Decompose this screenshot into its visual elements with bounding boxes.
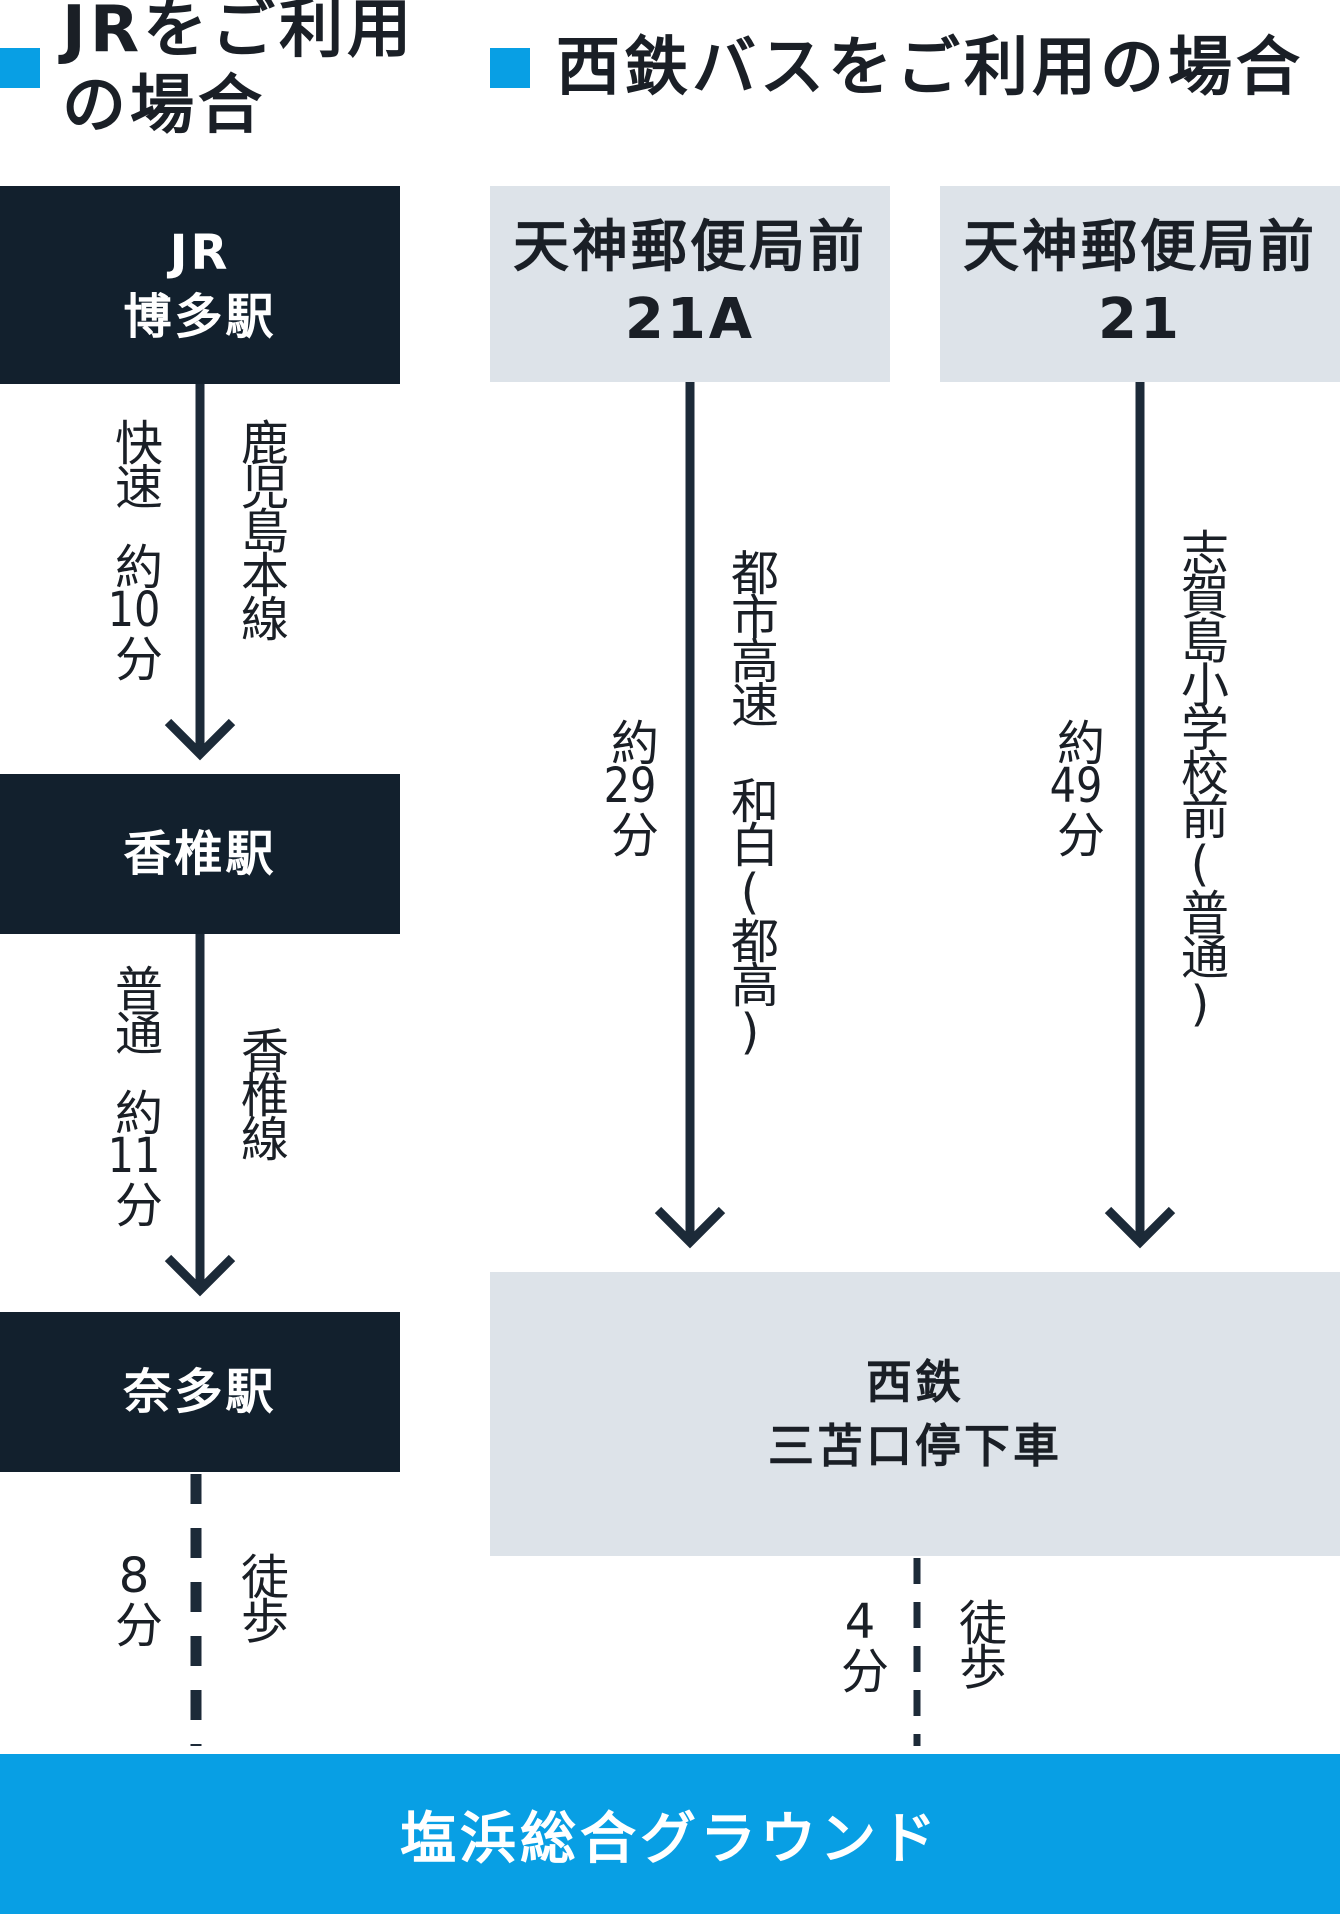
- alight-line-1: 西鉄: [866, 1355, 964, 1409]
- bus-stop-21-name: 天神郵便局前: [963, 215, 1317, 280]
- bus-stop-21a-name: 天神郵便局前: [513, 215, 867, 280]
- bus-heading-marker: [490, 48, 530, 88]
- station-nata-label: 奈多駅: [123, 1364, 277, 1420]
- leg-2-line-name: 香椎線: [232, 1026, 288, 1158]
- station-kashii-label: 香椎駅: [123, 826, 277, 882]
- destination-label: 塩浜総合グラウンド: [400, 1806, 940, 1872]
- leg-2-time: 約11分: [106, 1088, 162, 1224]
- arrow-21a-head: [654, 1206, 726, 1249]
- route-21-time: 約49分: [1048, 718, 1104, 854]
- jr-walk-time: 8分: [106, 1552, 162, 1644]
- destination-bar: 塩浜総合グラウンド: [0, 1754, 1340, 1914]
- station-hakata: JR 博多駅: [0, 186, 400, 384]
- route-21-name: 志賀島小学校前(普通): [1172, 528, 1228, 1028]
- leg-2-time-prefix: 約: [106, 1088, 162, 1132]
- route-21-time-prefix: 約: [1048, 718, 1104, 762]
- station-nata: 奈多駅: [0, 1312, 400, 1472]
- station-kashii: 香椎駅: [0, 774, 400, 934]
- bus-walk-minutes: 4: [844, 1598, 876, 1646]
- route-21a-time: 約29分: [602, 718, 658, 854]
- leg-2-service: 普通: [106, 964, 162, 1052]
- bus-heading: 西鉄バスをご利用の場合: [556, 31, 1304, 105]
- leg-2-service-text: 普通: [106, 964, 162, 1052]
- bus-stop-21-number: 21: [1098, 287, 1182, 352]
- jr-walk-minutes: 8: [118, 1552, 150, 1600]
- alight-line-2: 三苫口停下車: [768, 1419, 1062, 1473]
- station-hakata-line-1: JR: [169, 225, 231, 281]
- route-21a-time-prefix: 約: [602, 718, 658, 762]
- bus-stop-21: 天神郵便局前 21: [940, 186, 1340, 382]
- bus-walk-label: 徒歩: [950, 1598, 1006, 1686]
- arrow-21-head: [1104, 1206, 1176, 1249]
- jr-heading-line-1: JRをご利用: [62, 0, 416, 67]
- route-21-minutes: 49: [1049, 762, 1103, 810]
- leg-1-line-name: 鹿児島本線: [232, 418, 288, 638]
- jr-heading-line-2: の場合: [62, 69, 266, 143]
- route-21a-name: 都市高速 和白(都高): [722, 548, 778, 1056]
- leg-2-minutes: 11: [107, 1132, 161, 1180]
- leg-1-service: 快速: [106, 418, 162, 506]
- jr-heading-marker: [0, 48, 40, 88]
- bus-walk-time: 4分: [832, 1598, 888, 1690]
- bus-stop-21a-number: 21A: [624, 287, 756, 352]
- leg-1-time-prefix: 約: [106, 542, 162, 586]
- bus-walk-unit: 分: [832, 1646, 888, 1690]
- jr-heading: JRをご利用 の場合: [62, 0, 415, 144]
- bus-stop-21a: 天神郵便局前 21A: [490, 186, 890, 382]
- route-21a-unit: 分: [602, 810, 658, 854]
- jr-walk-unit: 分: [106, 1600, 162, 1644]
- alight-mitomaguchi: 西鉄 三苫口停下車: [490, 1272, 1340, 1556]
- jr-walk-label: 徒歩: [232, 1552, 288, 1640]
- leg-1-minutes: 10: [107, 586, 161, 634]
- route-21-unit: 分: [1048, 810, 1104, 854]
- leg-1-service-text: 快速: [106, 418, 162, 506]
- leg-1-time: 約10分: [106, 542, 162, 678]
- station-hakata-line-2: 博多駅: [123, 289, 277, 345]
- leg-1-unit: 分: [106, 634, 162, 678]
- route-21a-minutes: 29: [603, 762, 657, 810]
- arrow-hakata-kashii-head: [164, 718, 236, 761]
- arrow-kashii-nata-head: [164, 1254, 236, 1297]
- leg-2-unit: 分: [106, 1180, 162, 1224]
